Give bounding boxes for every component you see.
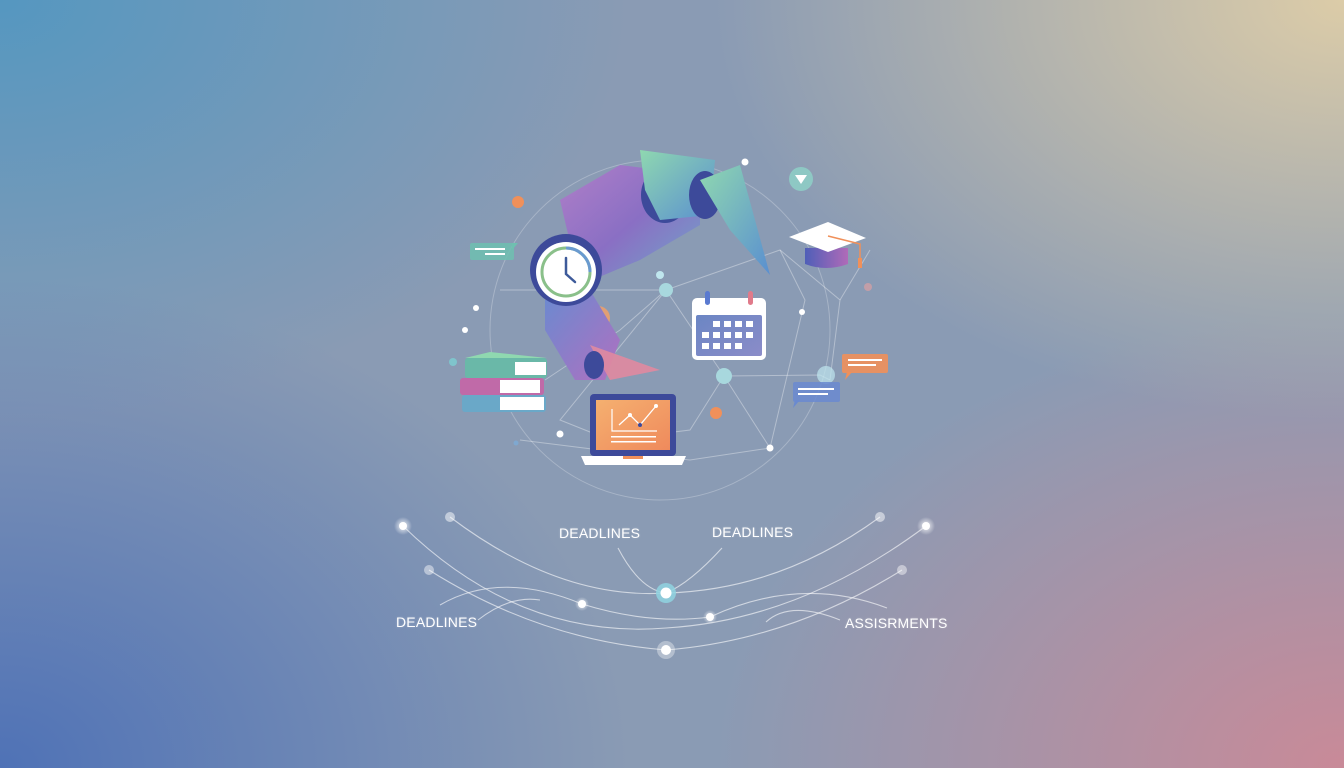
deadlines-label-bottom-left: DEADLINES [396,614,478,630]
assignments-label: ASSISRMENTS [845,615,948,631]
robotic-arm-icon [530,150,770,380]
deadlines-label-top-right: DEADLINES [712,524,794,540]
chat-bubble-icon [842,354,888,380]
dropdown-badge-icon [789,167,813,191]
graduation-cap-icon [789,222,866,268]
books-stack-icon [460,352,547,412]
chat-bubble-icon [470,243,518,260]
deadlines-label-top-left: DEADLINES [559,525,641,541]
chat-bubble-icon [793,382,840,408]
laptop-chart-icon [581,394,686,465]
timeline-nodes [394,512,935,659]
clock-icon [536,242,596,302]
calendar-icon [692,291,766,360]
